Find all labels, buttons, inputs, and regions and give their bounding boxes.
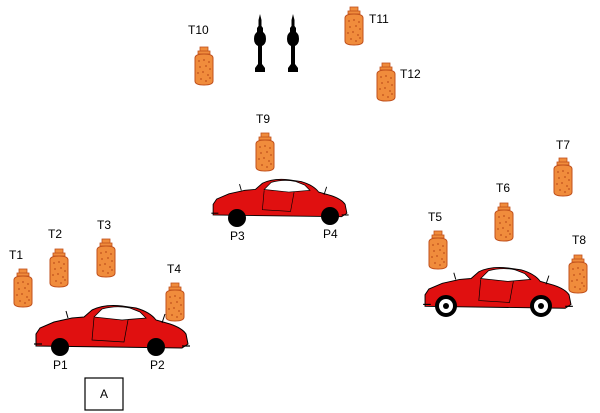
stand-right-icon (287, 14, 299, 72)
stand-left-icon (254, 14, 266, 72)
target-t10: T10 (188, 23, 214, 86)
target-t8-label: T8 (572, 233, 586, 247)
wheel-p3 (228, 209, 246, 227)
target-t4: T4 (165, 262, 185, 322)
target-t9-icon (255, 132, 275, 172)
target-t5-icon (428, 230, 448, 270)
wheel-p1-label: P1 (53, 358, 68, 372)
target-t6: T6 (494, 181, 514, 242)
car-right (422, 266, 574, 317)
wheel-p4 (321, 207, 339, 225)
target-t4-label: T4 (167, 262, 181, 276)
target-t3: T3 (96, 218, 116, 278)
car-bottom-left: P1 P2 (33, 304, 191, 372)
target-t11-icon (344, 6, 364, 46)
target-t8: T8 (568, 233, 588, 294)
target-t4-icon (165, 282, 185, 322)
target-t10-icon (194, 46, 214, 86)
target-t6-icon (494, 202, 514, 242)
box-a-frame (84, 377, 124, 411)
wheel-right-front-hub (538, 303, 544, 309)
target-t12-label: T12 (400, 67, 421, 81)
target-t2: T2 (48, 227, 69, 288)
target-t11-label: T11 (369, 12, 389, 26)
target-t1-icon (13, 268, 33, 308)
target-t3-icon (96, 238, 116, 278)
wheel-p2-label: P2 (150, 358, 165, 372)
target-t12-icon (376, 62, 396, 102)
target-t3-label: T3 (97, 218, 111, 232)
wheel-p4-label: P4 (323, 227, 338, 241)
car-middle: P3 P4 (210, 178, 350, 243)
target-t11: T11 (344, 6, 389, 46)
wheel-p2 (147, 338, 165, 356)
box-a: A (84, 377, 124, 411)
target-t8-icon (568, 254, 588, 294)
wheel-p3-label: P3 (230, 229, 245, 243)
box-a-label: A (100, 387, 108, 401)
target-t2-label: T2 (48, 227, 62, 241)
target-t2-icon (49, 248, 69, 288)
target-t1-label: T1 (9, 248, 23, 262)
wheel-right-rear-hub (443, 303, 449, 309)
target-t7: T7 (553, 138, 573, 197)
target-t12: T12 (376, 62, 421, 102)
target-t10-label: T10 (188, 23, 209, 37)
target-t1: T1 (9, 248, 33, 308)
target-t7-label: T7 (556, 138, 570, 152)
target-t5-label: T5 (428, 210, 442, 224)
target-t9: T9 (255, 112, 275, 172)
target-t9-label: T9 (256, 112, 270, 126)
target-t5: T5 (428, 210, 448, 270)
wheel-p1 (51, 338, 69, 356)
target-t6-label: T6 (496, 181, 510, 195)
target-t7-icon (553, 157, 573, 197)
